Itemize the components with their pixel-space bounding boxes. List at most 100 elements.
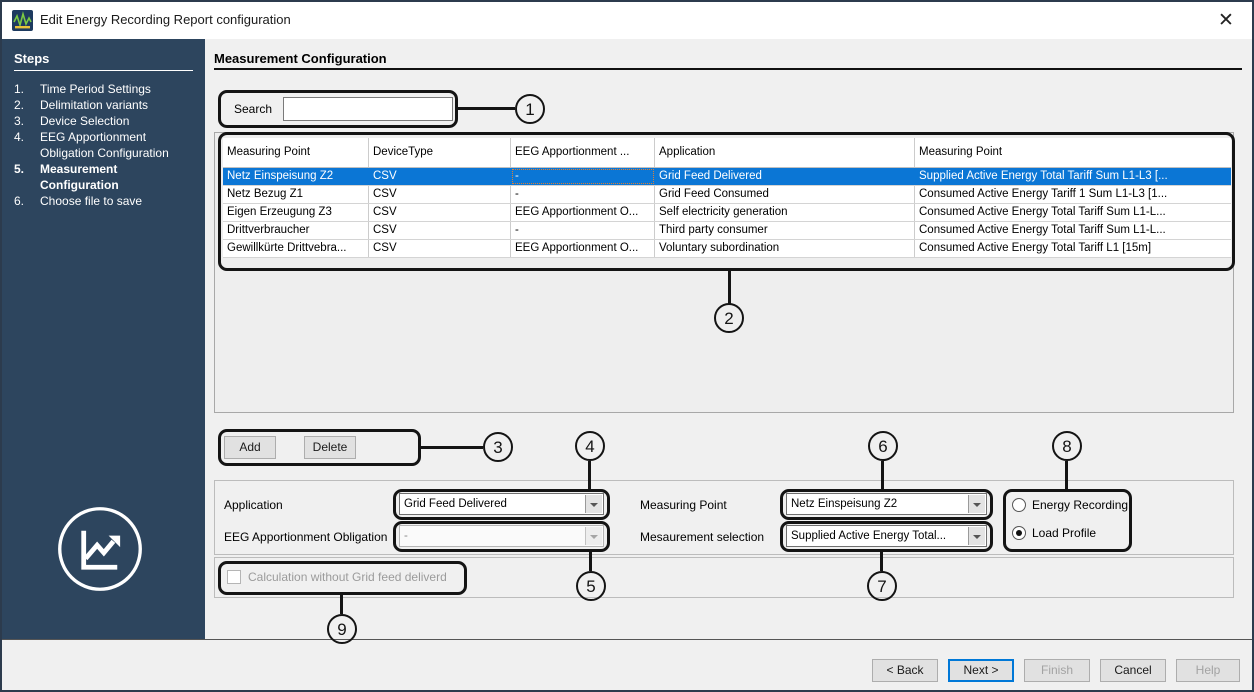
annotation-circle-4: 4 (575, 431, 605, 461)
step-number: 2. (14, 98, 25, 112)
chevron-down-icon[interactable] (968, 527, 985, 545)
sidebar-item-choose-file: 6. Choose file to save (2, 193, 205, 209)
cell[interactable]: Voluntary subordination (655, 240, 915, 257)
table-row[interactable]: Drittverbraucher CSV - Third party consu… (223, 222, 1231, 240)
chart-trend-logo-icon (58, 507, 142, 591)
calculation-without-grid-feed-checkbox[interactable]: Calculation without Grid feed deliverd (227, 570, 447, 584)
cell[interactable]: Self electricity generation (655, 204, 915, 221)
column-header-devicetype[interactable]: DeviceType (369, 138, 511, 167)
close-icon[interactable]: ✕ (1218, 10, 1234, 31)
column-header-eeg-apportionment[interactable]: EEG Apportionment ... (511, 138, 655, 167)
cell[interactable]: CSV (369, 168, 511, 185)
step-number: 6. (14, 194, 25, 208)
step-label: Device Selection (40, 114, 130, 128)
finish-button[interactable]: Finish (1024, 659, 1090, 682)
cell[interactable]: Eigen Erzeugung Z3 (223, 204, 369, 221)
chevron-down-icon[interactable] (585, 495, 602, 513)
sidebar-item-time-period: 1. Time Period Settings (2, 81, 205, 97)
application-dropdown[interactable]: Grid Feed Delivered (399, 493, 604, 515)
cell[interactable]: Supplied Active Energy Total Tariff Sum … (919, 170, 1168, 182)
eeg-obligation-value: - (404, 530, 408, 542)
checkbox-label: Calculation without Grid feed deliverd (248, 570, 447, 584)
application-value: Grid Feed Delivered (404, 498, 507, 510)
cell[interactable]: Drittverbraucher (223, 222, 369, 239)
back-button[interactable]: < Back (872, 659, 938, 682)
measuring-point-label: Measuring Point (640, 498, 727, 512)
cell[interactable]: CSV (369, 222, 511, 239)
search-input[interactable] (283, 97, 453, 121)
checkbox-icon[interactable] (227, 570, 241, 584)
measuring-point-dropdown[interactable]: Netz Einspeisung Z2 (786, 493, 987, 515)
load-profile-radio[interactable]: Load Profile (1012, 526, 1096, 540)
cell[interactable]: EEG Apportionment O... (511, 204, 655, 221)
table-row-selected[interactable]: Netz Einspeisung Z2 CSV - Grid Feed Deli… (223, 168, 1231, 186)
cell[interactable]: Gewillkürte Drittvebra... (223, 240, 369, 257)
table-row[interactable]: Netz Bezug Z1 CSV - Grid Feed Consumed C… (223, 186, 1231, 204)
search-label: Search (234, 102, 273, 116)
sidebar-item-delimitation: 2. Delimitation variants (2, 97, 205, 113)
cell[interactable]: Consumed Active Energy Total Tariff Sum … (919, 224, 1166, 236)
column-header-measuring-point-2[interactable]: Measuring Point (919, 146, 1003, 158)
heading-underline (214, 68, 1242, 70)
calculation-panel (214, 557, 1234, 598)
cell[interactable]: Consumed Active Energy Total Tariff Sum … (919, 206, 1166, 218)
cell[interactable]: Consumed Active Energy Total Tariff L1 [… (919, 242, 1152, 254)
measurement-selection-dropdown[interactable]: Supplied Active Energy Total... (786, 525, 987, 547)
steps-divider (14, 70, 193, 71)
column-header-measuring-point[interactable]: Measuring Point (223, 138, 369, 167)
step-label: Measurement Configuration (40, 162, 119, 192)
step-number: 1. (14, 82, 25, 96)
radio-icon[interactable] (1012, 498, 1026, 512)
page-title: Measurement Configuration (214, 51, 387, 66)
cell[interactable]: CSV (369, 186, 511, 203)
footer-divider (2, 639, 1252, 640)
cell[interactable]: - (511, 222, 655, 239)
title-bar: Edit Energy Recording Report configurati… (2, 2, 1252, 39)
energy-recording-radio[interactable]: Energy Recording (1012, 498, 1128, 512)
steps-sidebar: Steps 1. Time Period Settings 2. Delimit… (2, 39, 205, 639)
sidebar-item-eeg-apportionment: 4. EEG Apportionment Obligation Configur… (2, 129, 205, 161)
measuring-point-table: Measuring Point DeviceType EEG Apportion… (223, 138, 1231, 258)
cell[interactable]: Grid Feed Consumed (655, 186, 915, 203)
chevron-down-icon[interactable] (968, 495, 985, 513)
help-button[interactable]: Help (1176, 659, 1240, 682)
load-profile-label: Load Profile (1032, 526, 1097, 540)
cell[interactable]: Netz Einspeisung Z2 (223, 168, 369, 185)
sidebar-item-measurement-configuration: 5. Measurement Configuration (2, 161, 205, 193)
cell[interactable]: Third party consumer (655, 222, 915, 239)
window-title: Edit Energy Recording Report configurati… (40, 12, 291, 27)
cancel-button[interactable]: Cancel (1100, 659, 1166, 682)
steps-heading: Steps (14, 51, 50, 66)
cell[interactable]: - (511, 186, 655, 203)
annotation-circle-3: 3 (483, 432, 513, 462)
cell-focused[interactable]: - (511, 168, 655, 185)
step-number: 4. (14, 130, 25, 144)
cell[interactable]: CSV (369, 204, 511, 221)
measurement-selection-label: Mesaurement selection (640, 530, 765, 544)
application-label: Application (224, 498, 283, 512)
cell[interactable]: Netz Bezug Z1 (223, 186, 369, 203)
cell[interactable]: EEG Apportionment O... (511, 240, 655, 257)
cell[interactable]: CSV (369, 240, 511, 257)
step-label: Delimitation variants (40, 98, 149, 112)
energy-recording-label: Energy Recording (1032, 498, 1129, 512)
cell[interactable]: Consumed Active Energy Tariff 1 Sum L1-L… (919, 188, 1168, 200)
step-label: EEG Apportionment Obligation Configurati… (40, 130, 169, 160)
add-button[interactable]: Add (224, 436, 276, 459)
annotation-circle-8: 8 (1052, 431, 1082, 461)
step-label: Time Period Settings (40, 82, 151, 96)
delete-button[interactable]: Delete (304, 436, 356, 459)
eeg-obligation-dropdown[interactable]: - (399, 525, 604, 547)
next-button[interactable]: Next > (948, 659, 1014, 682)
chevron-down-icon (585, 527, 602, 545)
annotation-line-1 (458, 107, 515, 110)
table-row[interactable]: Eigen Erzeugung Z3 CSV EEG Apportionment… (223, 204, 1231, 222)
table-row[interactable]: Gewillkürte Drittvebra... CSV EEG Apport… (223, 240, 1231, 258)
sidebar-item-device-selection: 3. Device Selection (2, 113, 205, 129)
column-header-application[interactable]: Application (655, 138, 915, 167)
table-header-row: Measuring Point DeviceType EEG Apportion… (223, 138, 1231, 168)
annotation-circle-1: 1 (515, 94, 545, 124)
radio-selected-icon[interactable] (1012, 526, 1026, 540)
cell[interactable]: Grid Feed Delivered (655, 168, 915, 185)
